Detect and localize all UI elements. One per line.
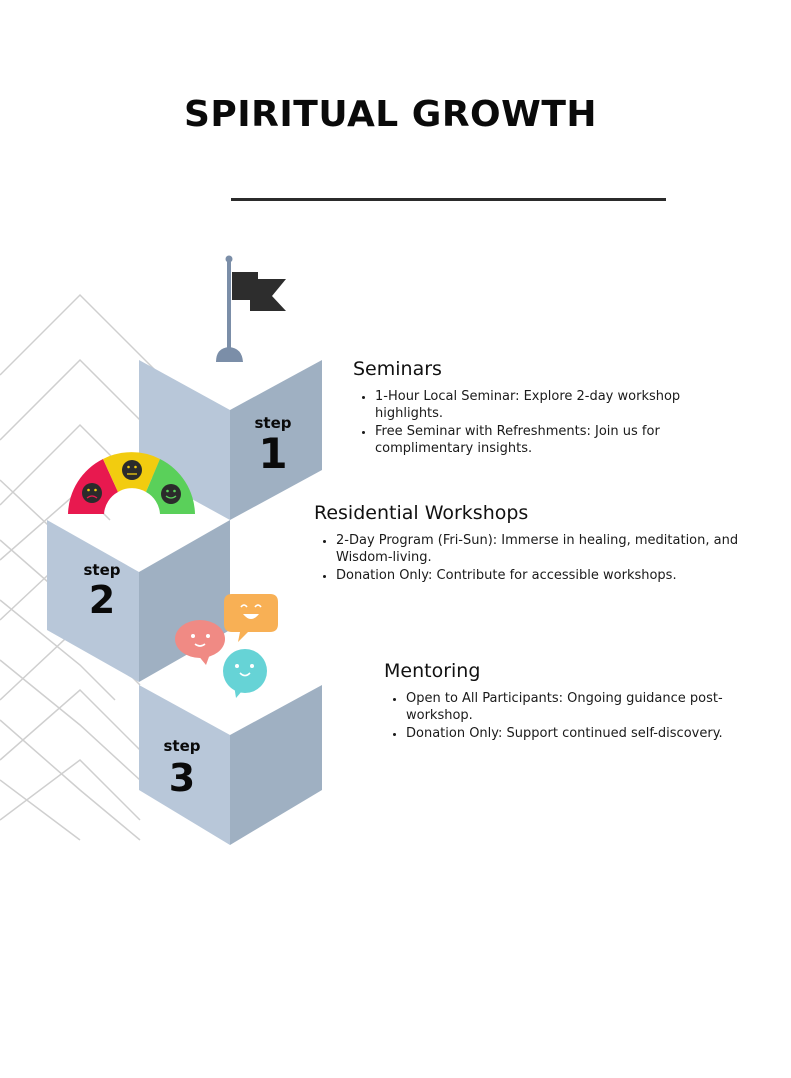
step-3-block: [139, 685, 322, 845]
step-3-label: step: [163, 737, 200, 755]
section-heading: Mentoring: [384, 660, 481, 682]
section-heading: Seminars: [353, 358, 442, 380]
chat-bubbles-icon: [175, 594, 278, 698]
list-item: Donation Only: Contribute for accessible…: [336, 567, 744, 584]
list-item: Free Seminar with Refreshments: Join us …: [375, 423, 713, 457]
bullet-list: 1-Hour Local Seminar: Explore 2-day work…: [353, 388, 713, 457]
section-residential-workshops: Residential Workshops 2-Day Program (Fri…: [314, 502, 744, 585]
list-item: 1-Hour Local Seminar: Explore 2-day work…: [375, 388, 713, 422]
bullet-list: Open to All Participants: Ongoing guidan…: [384, 690, 724, 742]
bullet-list: 2-Day Program (Fri-Sun): Immerse in heal…: [314, 532, 744, 584]
chevron-lines-decoration: [0, 293, 161, 841]
list-item: Donation Only: Support continued self-di…: [406, 725, 724, 742]
section-mentoring: Mentoring Open to All Participants: Ongo…: [384, 660, 724, 743]
title-divider: [231, 198, 666, 201]
step-1-number: 1: [258, 429, 287, 478]
flag-icon: [216, 255, 286, 362]
list-item: 2-Day Program (Fri-Sun): Immerse in heal…: [336, 532, 744, 566]
step-2-number: 2: [89, 578, 115, 622]
mood-meter-icon: [68, 452, 195, 514]
section-heading: Residential Workshops: [314, 502, 529, 524]
section-seminars: Seminars 1-Hour Local Seminar: Explore 2…: [353, 358, 713, 458]
step-2-label: step: [83, 561, 120, 579]
list-item: Open to All Participants: Ongoing guidan…: [406, 690, 724, 724]
step-1-label: step: [254, 414, 291, 432]
page-title: SPIRITUAL GROWTH: [183, 94, 598, 135]
step-3-number: 3: [169, 756, 195, 800]
